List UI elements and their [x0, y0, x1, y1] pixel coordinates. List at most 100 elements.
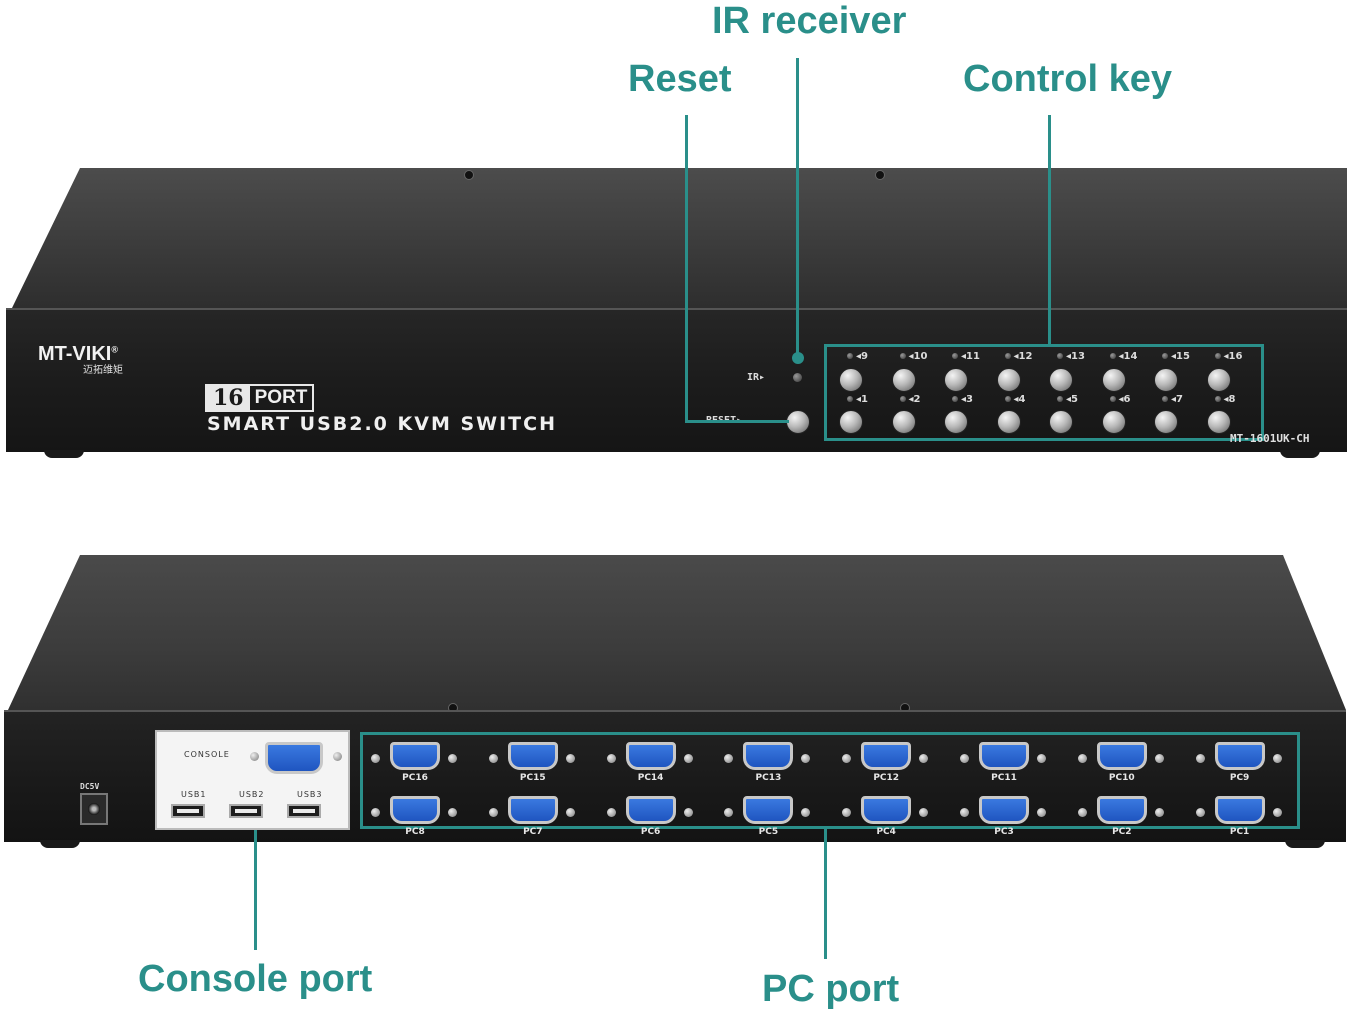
- rear-foot: [40, 840, 80, 848]
- usb1-port[interactable]: [171, 804, 205, 818]
- control-key-button[interactable]: [1049, 368, 1073, 392]
- pc-vga-port[interactable]: [1214, 742, 1265, 770]
- pc-vga-port[interactable]: [861, 796, 912, 824]
- control-key-button[interactable]: [839, 410, 863, 434]
- usb2-port[interactable]: [229, 804, 263, 818]
- pc-port-label: PC12: [873, 773, 900, 783]
- control-key-label: ◂2: [908, 394, 921, 405]
- usb3-port[interactable]: [287, 804, 321, 818]
- control-key-button[interactable]: [1101, 410, 1126, 434]
- port-count-number: 16: [207, 386, 250, 410]
- pc-port-label: PC10: [1108, 773, 1135, 783]
- vga-screw: [1077, 808, 1087, 817]
- channel-led: [1057, 353, 1063, 359]
- reset-button[interactable]: [786, 410, 810, 434]
- vga-screw: [448, 808, 457, 817]
- vga-screw: [371, 808, 380, 817]
- vga-screw: [1195, 754, 1205, 763]
- control-key-button[interactable]: [1206, 368, 1231, 392]
- pc-vga-port[interactable]: [625, 742, 676, 770]
- dc-power-jack[interactable]: [80, 793, 108, 825]
- pc-vga-port[interactable]: [861, 742, 912, 770]
- control-key-button[interactable]: [1206, 410, 1231, 434]
- pc-vga-port[interactable]: [743, 742, 794, 770]
- pc-vga-port[interactable]: [507, 796, 558, 824]
- control-key-button[interactable]: [1101, 368, 1126, 392]
- console-port-callout: Console port: [138, 958, 373, 1000]
- control-key-button[interactable]: [944, 410, 968, 434]
- vga-screw: [371, 754, 380, 763]
- vga-screw: [919, 754, 929, 763]
- control-key-label: ◂3: [961, 394, 973, 405]
- front-foot: [1280, 450, 1320, 458]
- port-count-badge: 16 PORT: [205, 384, 315, 412]
- vga-screw: [488, 754, 498, 763]
- vga-screw: [250, 752, 259, 761]
- control-key-label: ◂15: [1171, 351, 1190, 362]
- control-key-label: ◂1: [856, 394, 868, 405]
- pc-port-label: PC13: [755, 773, 782, 783]
- dc-label: DC5V: [80, 782, 100, 791]
- control-key-button[interactable]: [996, 368, 1021, 392]
- control-key-label: ◂5: [1066, 394, 1078, 405]
- ir-receiver-led: [793, 373, 802, 382]
- control-key-label: ◂6: [1118, 394, 1131, 405]
- pc-vga-port[interactable]: [507, 742, 558, 770]
- channel-led: [899, 396, 906, 402]
- pc-vga-port[interactable]: [625, 796, 676, 824]
- control-key-button[interactable]: [891, 368, 916, 392]
- control-key-label: ◂12: [1013, 351, 1033, 362]
- port-count-word: PORT: [254, 387, 308, 408]
- control-key-button[interactable]: [839, 368, 863, 392]
- channel-led: [1214, 353, 1221, 359]
- product-name: SMART USB2.0 KVM SWITCH: [207, 413, 557, 435]
- channel-led: [1162, 353, 1168, 359]
- console-vga-port[interactable]: [265, 742, 323, 774]
- pc-vga-port[interactable]: [1214, 796, 1265, 824]
- vga-screw: [919, 808, 929, 817]
- control-key-button[interactable]: [944, 368, 968, 392]
- pc-vga-port[interactable]: [390, 742, 440, 770]
- pc-port-callout: PC port: [762, 968, 900, 1010]
- control-key-label: ◂8: [1223, 394, 1236, 405]
- vga-screw: [724, 754, 734, 763]
- vga-screw: [842, 808, 852, 817]
- pc-port-label: PC11: [991, 773, 1017, 783]
- vga-screw: [565, 754, 575, 763]
- pc-vga-port[interactable]: [743, 796, 794, 824]
- vga-screw: [724, 808, 734, 817]
- rear-foot: [1285, 840, 1325, 848]
- control-key-button[interactable]: [1049, 410, 1073, 434]
- reset-callout-line: [685, 115, 688, 423]
- pc-vga-port[interactable]: [1096, 796, 1147, 824]
- vga-screw: [1272, 808, 1282, 817]
- vga-screw: [960, 754, 969, 763]
- pc-vga-port[interactable]: [979, 742, 1029, 770]
- control-key-button[interactable]: [891, 410, 916, 434]
- channel-led: [1109, 396, 1116, 402]
- vga-screw: [488, 808, 498, 817]
- pc-port-label: PC1: [1229, 827, 1250, 837]
- pc-vga-port[interactable]: [390, 796, 440, 824]
- channel-led: [1214, 396, 1221, 402]
- vga-screw: [1154, 808, 1164, 817]
- pc-port-highlight: [360, 732, 1300, 829]
- vga-screw: [565, 808, 575, 817]
- pc-port-label: PC16: [402, 773, 428, 783]
- control-key-button[interactable]: [996, 410, 1021, 434]
- ir-callout-line: [796, 58, 799, 354]
- vga-screw: [448, 754, 457, 763]
- brand-logo: MT-VIKI®: [38, 343, 118, 365]
- vga-screw: [801, 754, 811, 763]
- console-port-panel: CONSOLE USB1 USB2 USB3: [155, 730, 350, 830]
- pc-vga-port[interactable]: [979, 796, 1029, 824]
- vga-screw: [1272, 754, 1282, 763]
- control-key-label: ◂10: [908, 351, 928, 362]
- top-screw: [875, 170, 885, 180]
- vga-screw: [801, 808, 811, 817]
- control-key-label: ◂9: [856, 351, 868, 362]
- pc-vga-port[interactable]: [1096, 742, 1147, 770]
- control-key-label: ◂13: [1066, 351, 1085, 362]
- control-key-button[interactable]: [1154, 410, 1178, 434]
- control-key-button[interactable]: [1154, 368, 1178, 392]
